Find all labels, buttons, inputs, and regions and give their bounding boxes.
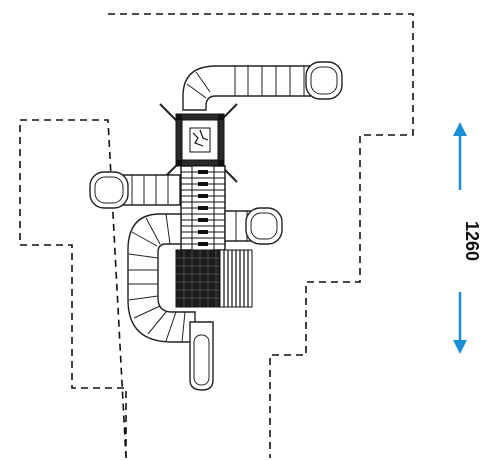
tower-deck <box>159 103 238 183</box>
top-slide-exit <box>305 61 343 100</box>
dimension-label: 1260 <box>462 221 481 261</box>
left-slide-tube <box>89 171 181 209</box>
top-slide-tube <box>182 61 343 111</box>
platform-blocks <box>175 249 253 308</box>
right-slide-tube <box>224 207 283 245</box>
safety-zone-boundary <box>19 13 414 459</box>
dimension-indicator: 1260 <box>453 122 481 354</box>
boundary-gap-mask <box>127 452 269 460</box>
right-slide-exit <box>245 207 283 245</box>
bottom-slide <box>189 321 214 391</box>
central-climber <box>180 165 226 251</box>
left-slide-exit <box>89 171 129 209</box>
